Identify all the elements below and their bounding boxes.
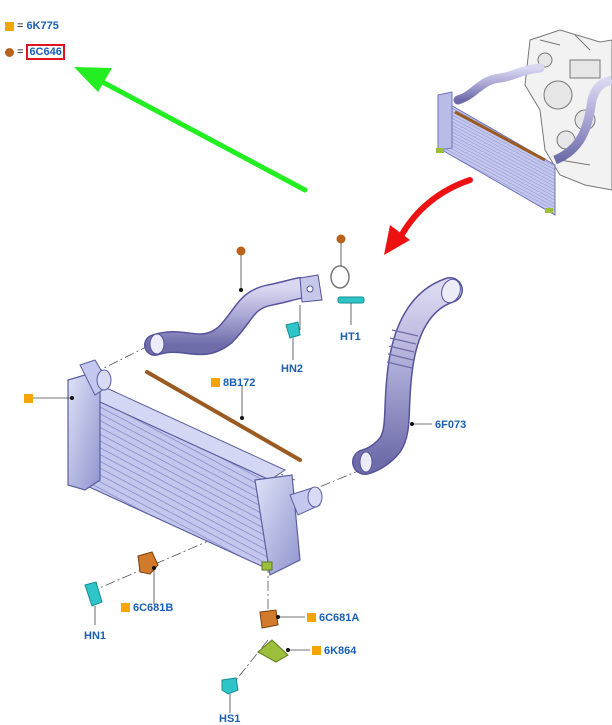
hn1-clip [84,581,103,625]
hn2-clip [285,305,301,360]
green-pointer-arrow [74,67,308,193]
outlet-hose-6f073 [352,277,463,475]
vehicle-overview-thumbnail [436,29,612,216]
label-6c681b[interactable]: 6C681B [133,602,174,614]
hs1-clip [221,677,239,713]
square-marker-icon [211,378,220,387]
bushing-6c681a [259,609,305,629]
thumbnail-intake-hose [453,63,545,105]
red-pointer-arrow [384,177,473,255]
dot-marker-icon [336,234,346,244]
square-marker-icon [5,21,14,31]
square-marker-icon [307,613,316,622]
dot-marker-icon [236,246,246,256]
bracket-6k864 [257,639,310,663]
intake-hose [144,274,323,356]
square-marker-icon [312,646,321,655]
square-marker-icon [121,603,130,612]
legend-dot-row: = 6C646 [5,44,65,60]
legend-square-code[interactable]: 6K775 [26,20,59,32]
legend-square-row: = 6K775 [5,20,59,32]
label-hn2[interactable]: HN2 [281,363,304,375]
label-hs1[interactable]: HS1 [219,713,241,725]
thumbnail-intercooler [436,91,556,216]
label-6c681a[interactable]: 6C681A [319,612,360,624]
dot-marker-icon [5,47,14,57]
label-hn1[interactable]: HN1 [84,630,107,642]
thumbnail-outlet-hose [553,75,612,165]
square-marker-icon [24,394,33,403]
label-6f073[interactable]: 6F073 [435,419,467,431]
label-ht1[interactable]: HT1 [340,331,361,343]
label-8b172[interactable]: 8B172 [223,377,256,389]
ht1-clip [337,296,365,325]
label-6k864[interactable]: 6K864 [324,645,357,657]
thumbnail-seal [454,110,546,162]
bushing-6c681b [137,551,159,604]
engine-block [524,29,612,191]
dot-marker-leaders [236,234,346,292]
seal-strip-8b172 [145,370,302,462]
o-ring-seal [330,265,350,289]
legend-dot-code-highlighted[interactable]: 6C646 [26,44,65,60]
intercooler [33,359,323,576]
